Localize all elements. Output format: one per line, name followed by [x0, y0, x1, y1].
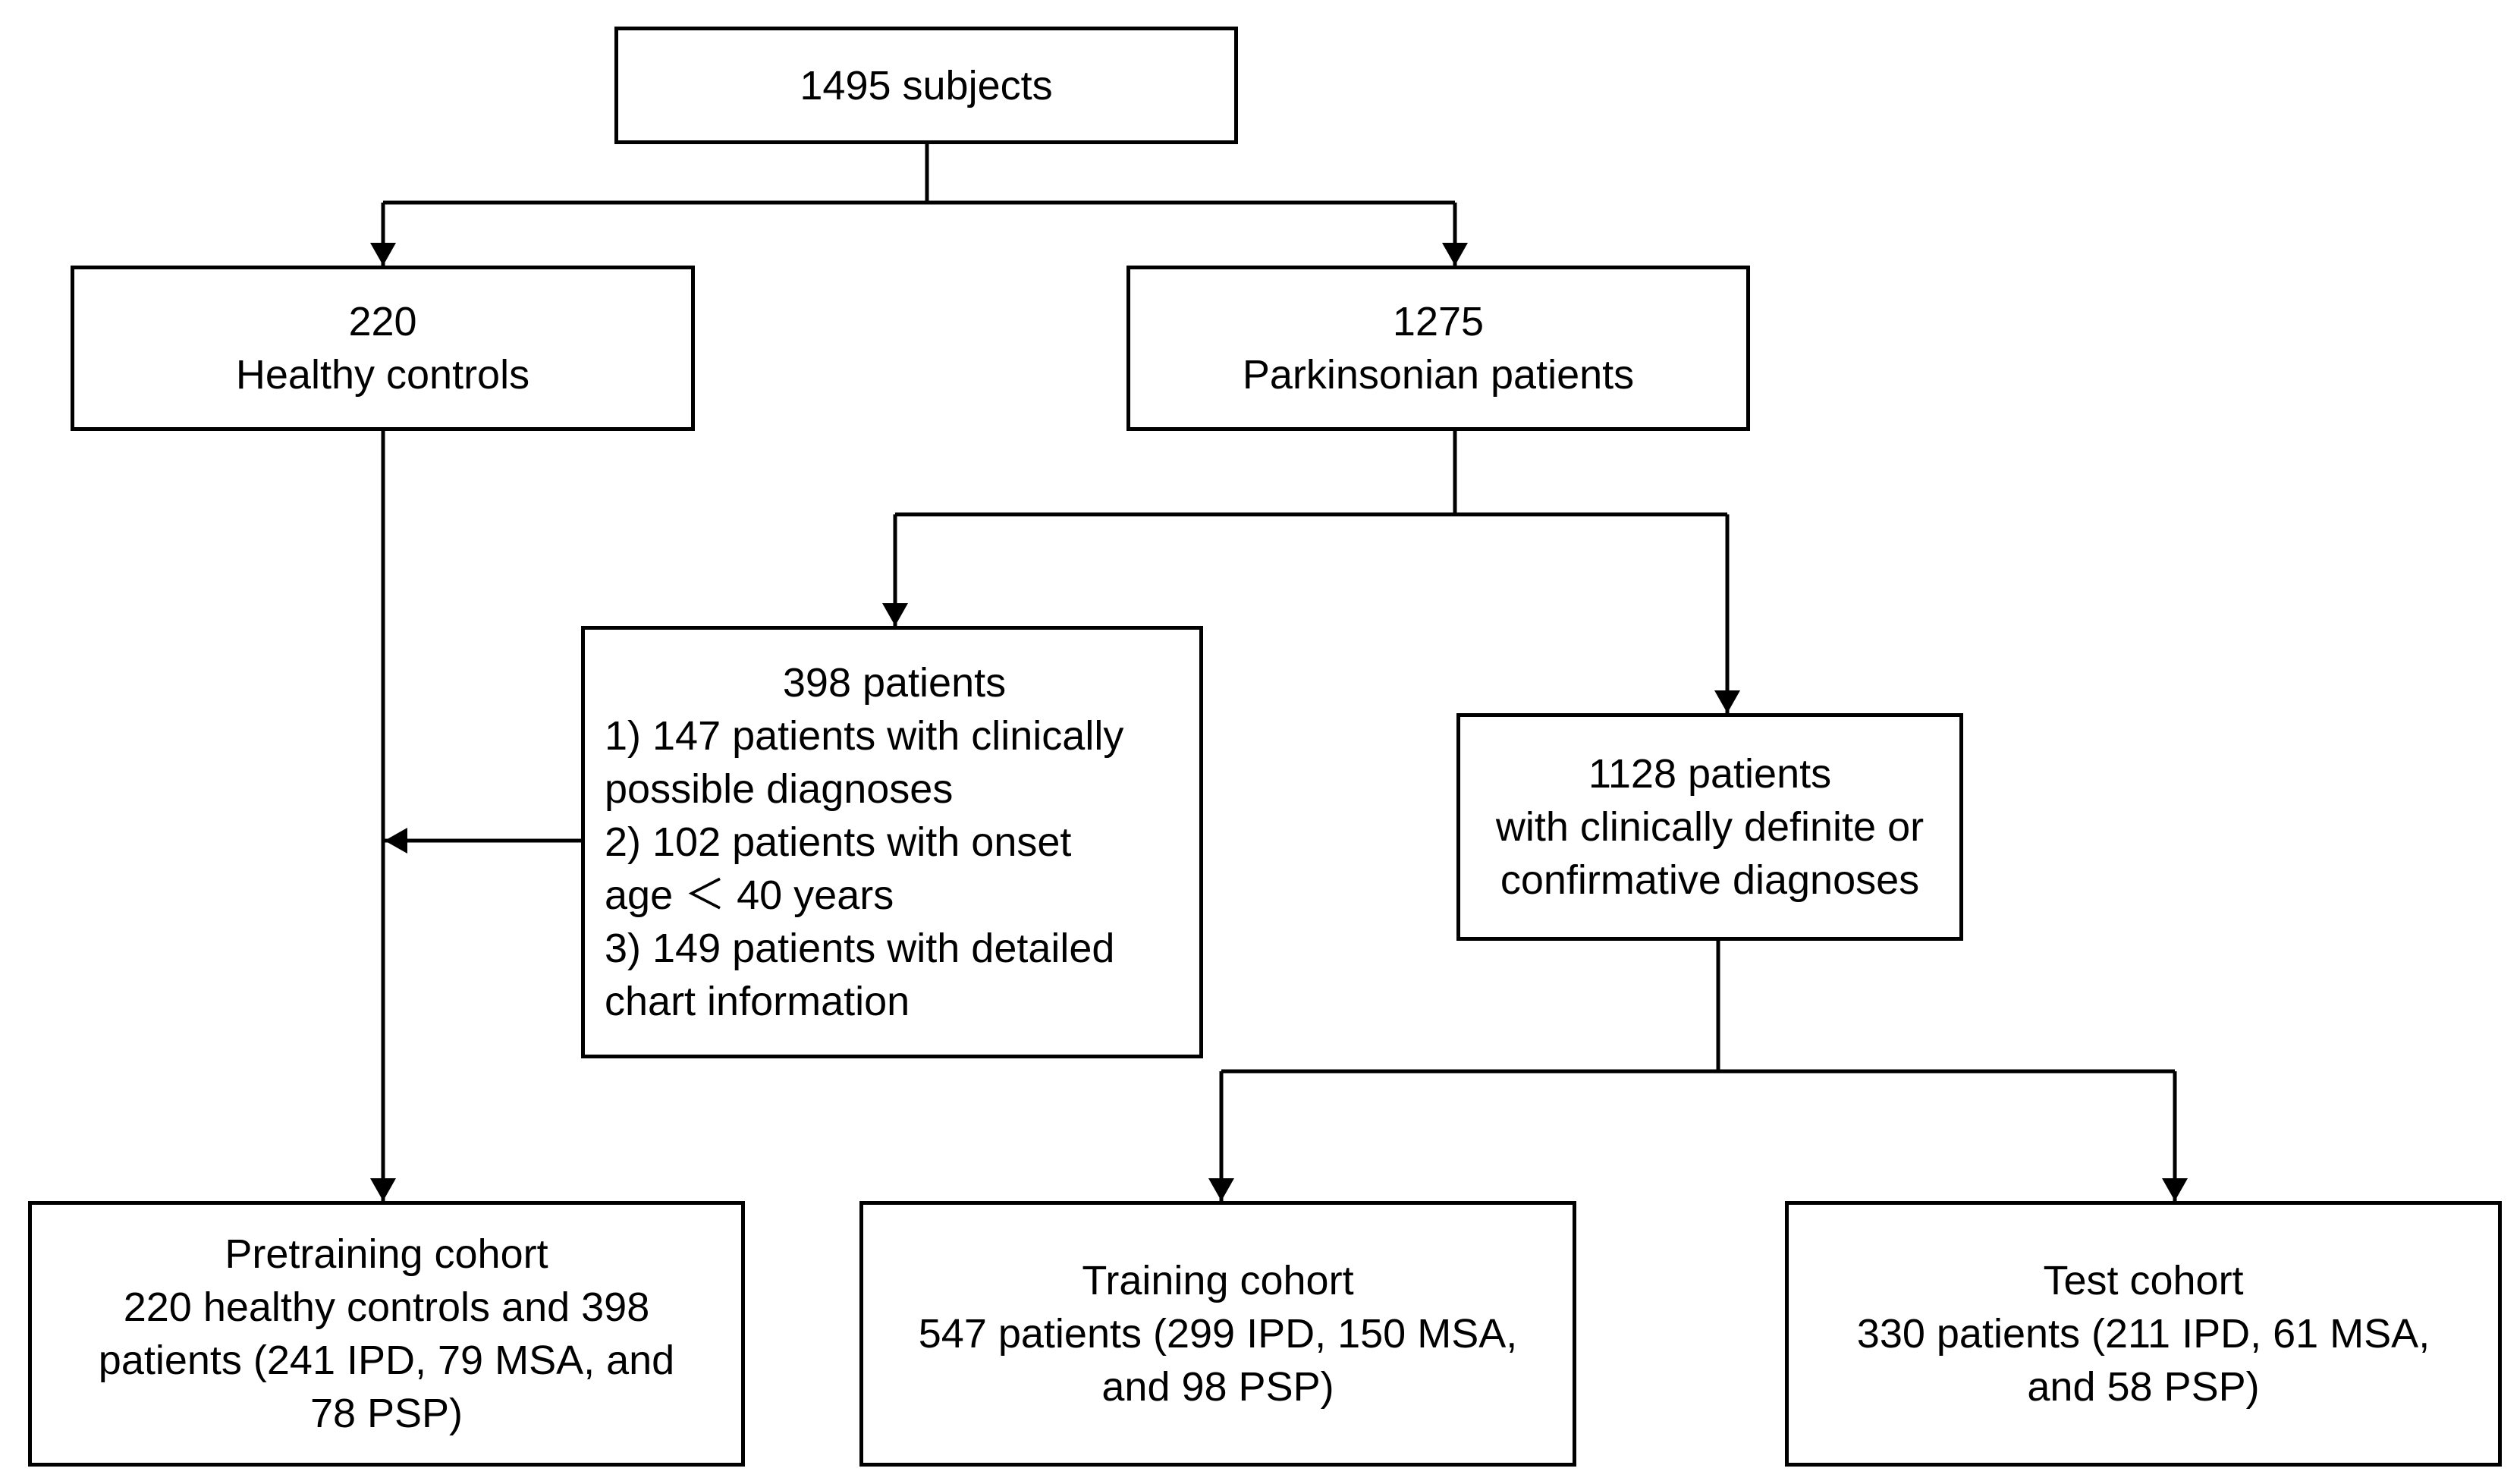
node-excluded-line-3: 2) 102 patients with onset [605, 819, 1072, 865]
node-excluded-patients: 398 patients 1) 147 patients with clinic… [581, 626, 1203, 1058]
node-healthy-count: 220 [348, 299, 417, 344]
node-test-line-1: 330 patients (211 IPD, 61 MSA, [1856, 1311, 2430, 1357]
arrowhead-definite [1714, 690, 1740, 713]
node-training-line-2: and 98 PSP) [1101, 1364, 1334, 1410]
node-training-cohort: Training cohort 547 patients (299 IPD, 1… [859, 1201, 1576, 1467]
node-definite-line-1: with clinically definite or [1495, 804, 1925, 850]
node-test-title: Test cohort [2043, 1258, 2244, 1303]
node-excluded-line-0: 398 patients [782, 660, 1007, 706]
arrowhead-excluded [882, 603, 908, 626]
arrowhead-parkinsonian [1442, 243, 1468, 266]
node-test-line-2: and 58 PSP) [2027, 1364, 2260, 1410]
node-excluded-line-6: chart information [605, 979, 910, 1024]
node-training-title: Training cohort [1082, 1258, 1354, 1303]
node-subjects: 1495 subjects [614, 27, 1238, 144]
node-definite-line-0: 1128 patients [1588, 751, 1832, 797]
node-excluded-line-5: 3) 149 patients with detailed [605, 926, 1115, 971]
node-parkinsonian-count: 1275 [1392, 299, 1485, 344]
arrowhead-excluded-join [385, 828, 407, 854]
node-healthy-controls: 220 Healthy controls [71, 266, 695, 431]
node-pretraining-line-1: 220 healthy controls and 398 [123, 1284, 650, 1330]
node-parkinsonian-patients: 1275 Parkinsonian patients [1126, 266, 1750, 431]
node-training-line-1: 547 patients (299 IPD, 150 MSA, [918, 1311, 1518, 1357]
node-test-cohort: Test cohort 330 patients (211 IPD, 61 MS… [1785, 1201, 2502, 1467]
arrowhead-healthy [370, 243, 396, 266]
arrowhead-training [1208, 1178, 1234, 1201]
node-excluded-line-4: age ＜ 40 years [605, 872, 894, 918]
node-definite-patients: 1128 patients with clinically definite o… [1456, 713, 1963, 941]
node-healthy-label: Healthy controls [235, 352, 530, 398]
node-definite-line-2: confirmative diagnoses [1500, 857, 1920, 903]
node-parkinsonian-label: Parkinsonian patients [1242, 352, 1635, 398]
arrowhead-pretraining [370, 1178, 396, 1201]
node-subjects-line: 1495 subjects [800, 62, 1053, 108]
node-excluded-line-1: 1) 147 patients with clinically [605, 713, 1124, 759]
node-pretraining-title: Pretraining cohort [225, 1231, 548, 1277]
arrowhead-test [2162, 1178, 2188, 1201]
node-pretraining-line-3: 78 PSP) [310, 1391, 463, 1436]
node-pretraining-line-2: patients (241 IPD, 79 MSA, and [98, 1338, 675, 1383]
node-excluded-line-2: possible diagnoses [605, 766, 954, 812]
node-pretraining-cohort: Pretraining cohort 220 healthy controls … [28, 1201, 745, 1467]
